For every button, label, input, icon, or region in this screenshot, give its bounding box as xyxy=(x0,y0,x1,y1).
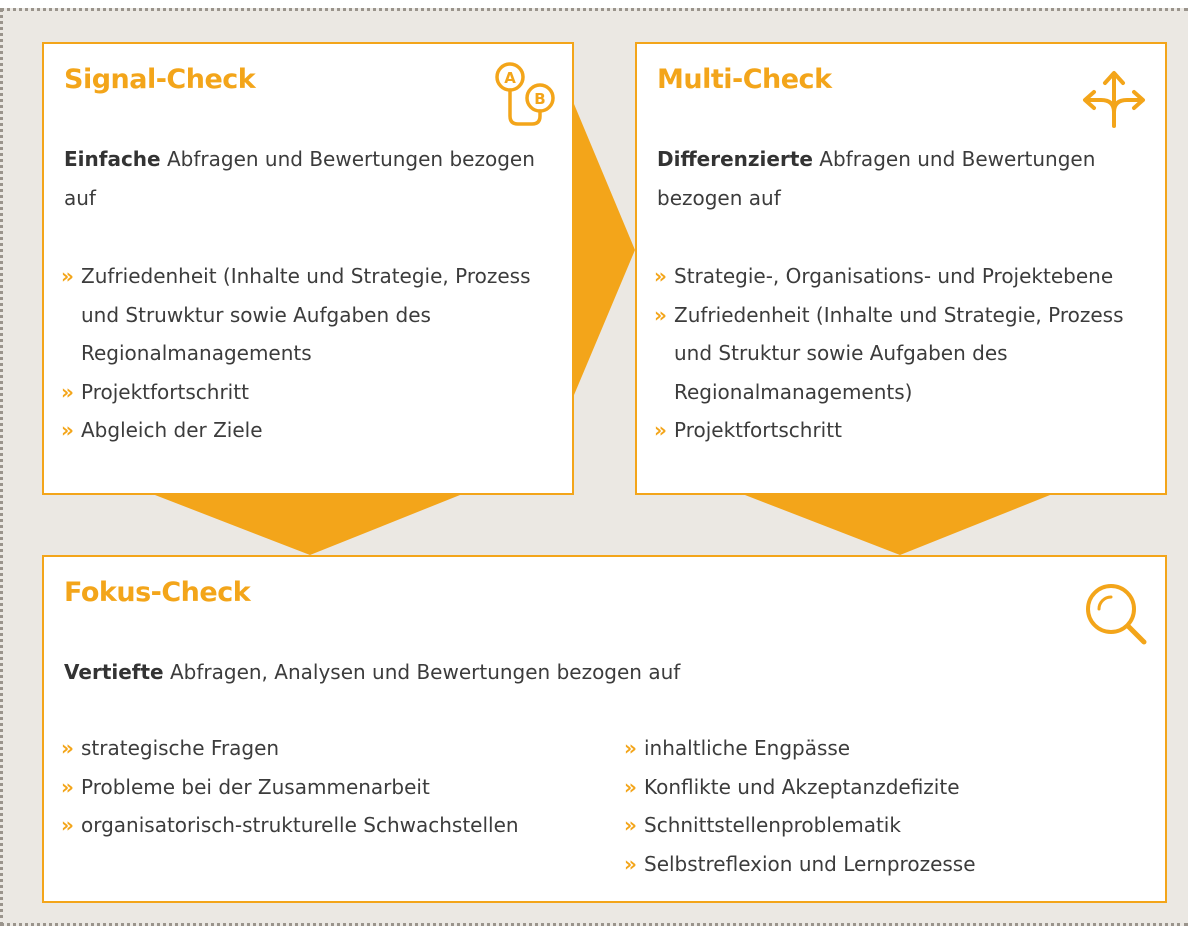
list-item: » inhaltliche Engpässe xyxy=(624,729,1144,768)
list-item-text: Schnittstellenproblematik xyxy=(644,813,901,837)
list-item: » Abgleich der Ziele xyxy=(61,411,556,450)
signal-check-list: » Zufriedenheit (Inhalte und Strategie, P… xyxy=(61,257,556,450)
bullet-marker: » xyxy=(654,264,667,288)
list-item: » Projektfortschritt xyxy=(61,373,556,412)
list-item-text: Probleme bei der Zusammenarbeit xyxy=(81,774,430,799)
list-item: » Projektfortschritt xyxy=(654,411,1149,450)
bullet-marker: » xyxy=(624,851,637,876)
bullet-marker: » xyxy=(654,302,667,327)
bullet-marker: » xyxy=(624,736,637,760)
bullet-marker: » xyxy=(624,813,637,837)
list-item-text: Strategie-, Organisations- und Projekteb… xyxy=(674,264,1114,288)
signal-check-title: Signal-Check xyxy=(64,64,256,95)
list-item-text: Selbstreflexion und Lernprozesse xyxy=(644,851,976,876)
multi-check-intro-bold: Differenzierte xyxy=(657,147,813,171)
svg-text:A: A xyxy=(504,69,516,87)
list-item: » Konflikte und Akzeptanzdefizite xyxy=(624,768,1144,807)
bullet-marker: » xyxy=(654,418,667,442)
list-item-text: Zufriedenheit (Inhalte und Strategie, Pr… xyxy=(81,264,531,365)
fokus-check-intro-text: Abfragen, Analysen und Bewertungen bezog… xyxy=(163,660,681,684)
multi-check-box: Multi-Check Differenzierte Abfragen und … xyxy=(635,42,1167,495)
list-item: » Zufriedenheit (Inhalte und Strategie, P… xyxy=(61,257,556,373)
list-item: » Selbstreflexion und Lernprozesse xyxy=(624,845,1144,884)
signal-check-intro-text: Abfragen und Bewertungen bezogen auf xyxy=(64,147,535,210)
fokus-check-list-right: » inhaltliche Engpässe » Konflikte und Akz… xyxy=(624,729,1144,883)
list-item-text: Projektfortschritt xyxy=(674,418,842,442)
list-item: » Strategie-, Organisations- und Projekte… xyxy=(654,257,1149,296)
list-item-text: organisatorisch-strukturelle Schwachstel… xyxy=(81,813,519,837)
magnifier-icon xyxy=(1086,584,1147,645)
fokus-check-intro: Vertiefte Abfragen, Analysen und Bewertu… xyxy=(64,653,1064,692)
list-item: » Schnittstellenproblematik xyxy=(624,806,1144,845)
fokus-check-title: Fokus-Check xyxy=(64,577,251,608)
list-item: » Probleme bei der Zusammenarbeit xyxy=(61,768,581,807)
fokus-check-list-left: » strategische Fragen » Probleme bei der Z… xyxy=(61,729,581,845)
fokus-check-box: Fokus-Check Vertiefte Abfragen, Analysen… xyxy=(42,555,1167,903)
svg-text:B: B xyxy=(534,90,545,108)
list-item-text: Konflikte und Akzeptanzdefizite xyxy=(644,774,960,799)
bullet-marker: » xyxy=(61,736,74,760)
multi-check-list: » Strategie-, Organisations- und Projekte… xyxy=(654,257,1149,450)
connector-multi-to-fokus xyxy=(745,495,1050,555)
list-item-text: inhaltliche Engpässe xyxy=(644,736,851,760)
multi-check-intro: Differenzierte Abfragen und Bewertungen … xyxy=(657,140,1147,218)
list-item-text: strategische Fragen xyxy=(81,736,280,760)
bullet-marker: » xyxy=(61,813,74,837)
list-item-text: Projektfortschritt xyxy=(81,379,249,404)
bullet-marker: » xyxy=(61,379,74,404)
bullet-marker: » xyxy=(61,264,74,288)
bullet-marker: » xyxy=(624,774,637,799)
connector-signal-to-fokus xyxy=(155,495,460,555)
fokus-check-intro-bold: Vertiefte xyxy=(64,660,164,684)
list-item: » organisatorisch-strukturelle Schwachste… xyxy=(61,806,581,845)
list-item-text: Abgleich der Ziele xyxy=(81,418,263,442)
split-arrows-icon xyxy=(1083,71,1145,128)
multi-check-title: Multi-Check xyxy=(657,64,832,95)
multi-check-intro-text: Abfragen und Bewertungen bezogen auf xyxy=(657,147,1096,210)
list-item-text: Zufriedenheit (Inhalte und Strategie, Pr… xyxy=(674,302,1124,404)
list-item: » strategische Fragen xyxy=(61,729,581,768)
list-item: » Zufriedenheit (Inhalte und Strategie, P… xyxy=(654,296,1149,412)
ab-route-icon: A B xyxy=(495,62,555,126)
bullet-marker: » xyxy=(61,418,74,442)
signal-check-intro-bold: Einfache xyxy=(64,147,161,171)
signal-check-box: Signal-Check A B Einfache Abfragen und B… xyxy=(42,42,574,495)
signal-check-intro: Einfache Abfragen und Bewertungen bezoge… xyxy=(64,140,554,218)
connector-signal-to-multi xyxy=(574,104,635,395)
bullet-marker: » xyxy=(61,774,74,799)
